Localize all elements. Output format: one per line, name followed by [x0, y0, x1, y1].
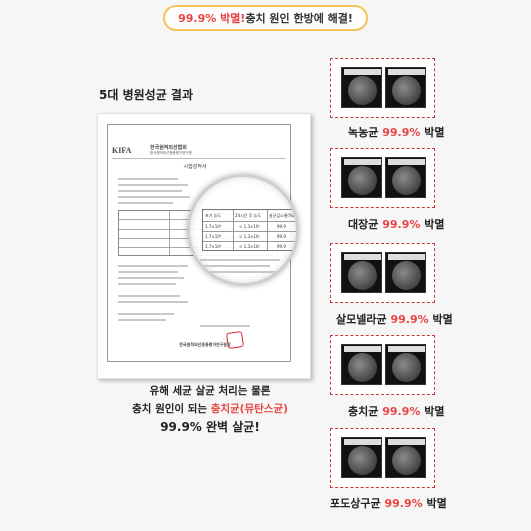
- text-line: [118, 313, 174, 315]
- mag-cell: 1.7×10⁵: [205, 244, 222, 249]
- text-line: [118, 319, 166, 321]
- caption-line-2: 충치 원인이 되는 충치균(뮤탄스균): [85, 401, 335, 416]
- petri-dish-photo: [385, 437, 426, 478]
- text-line: [118, 190, 182, 192]
- kifa-logo: KIFA: [112, 146, 132, 155]
- petri-dish-photo: [385, 252, 426, 293]
- result-word: 박멸: [424, 126, 445, 139]
- divider: [112, 158, 286, 159]
- certificate-footer: 한국원적외선응용평가연구원장: [179, 342, 231, 347]
- kill-rate: 99.9%: [382, 126, 421, 139]
- text-line: [118, 283, 176, 285]
- test-label-3: 살모넬라균 99.9% 박멸: [336, 311, 453, 327]
- petri-dish-photo: [385, 157, 426, 198]
- top-banner: 99.9% 박멸! 충치 원인 한방에 해결!: [163, 5, 368, 31]
- text-line: [118, 184, 188, 186]
- mag-cell: 1.7×10⁵: [205, 224, 222, 229]
- result-word: 박멸: [424, 218, 445, 231]
- text-line: [200, 265, 270, 267]
- mag-header: 24시간 후 농도: [235, 213, 262, 218]
- petri-dish-photo: [385, 344, 426, 385]
- caption-highlight: 충치균(뮤탄스균): [210, 403, 288, 415]
- text-line: [118, 295, 180, 297]
- petri-dish-photo: [385, 67, 426, 108]
- result-word: 박멸: [426, 497, 447, 510]
- test-card-2: [330, 148, 435, 208]
- text-line: [200, 259, 280, 261]
- kill-rate: 99.9%: [382, 218, 421, 231]
- text-line: [118, 271, 178, 273]
- bacteria-name: 포도상구균: [330, 497, 381, 510]
- caption-line-3: 99.9% 완벽 살균!: [160, 420, 260, 434]
- caption-line-1: 유해 세균 살균 처리는 물론: [149, 385, 271, 397]
- certificate-title: 시험성적서: [183, 164, 207, 170]
- bacteria-name: 녹농균: [348, 126, 379, 139]
- test-card-5: [330, 428, 435, 488]
- bacteria-name: 살모넬라균: [336, 313, 387, 326]
- test-card-1: [330, 58, 435, 118]
- petri-dish-photo: [341, 67, 382, 108]
- section-title: 5대 병원성균 결과: [99, 88, 193, 102]
- banner-text: 충치 원인 한방에 해결!: [245, 12, 353, 25]
- mag-cell: 1.7×10⁵: [205, 234, 222, 239]
- magnified-table: 초기 농도 24시간 후 농도 살균감소율(%) 1.7×10⁵ < 1.3×1…: [202, 209, 296, 251]
- text-line: [118, 301, 188, 303]
- caption-line-2-text: 충치 원인이 되는: [132, 403, 211, 415]
- kill-rate: 99.9%: [390, 313, 429, 326]
- test-label-5: 포도상구균 99.9% 박멸: [330, 495, 447, 511]
- test-label-1: 녹농균 99.9% 박멸: [348, 124, 444, 140]
- magnifier-lens: 초기 농도 24시간 후 농도 살균감소율(%) 1.7×10⁵ < 1.3×1…: [187, 174, 299, 286]
- petri-dish-photo: [341, 344, 382, 385]
- result-word: 박멸: [424, 405, 445, 418]
- official-stamp: [225, 330, 245, 350]
- mag-cell: < 1.3×10¹: [239, 224, 261, 229]
- test-card-4: [330, 335, 435, 395]
- mag-cell: 99.9: [277, 244, 286, 249]
- test-card-3: [330, 243, 435, 303]
- text-line: [200, 271, 276, 273]
- kill-rate: 99.9%: [382, 405, 421, 418]
- mag-cell: < 1.3×10¹: [239, 234, 261, 239]
- text-line: [118, 178, 178, 180]
- mag-cell: 99.9: [277, 224, 286, 229]
- mag-header: 살균감소율(%): [269, 213, 295, 218]
- petri-dish-photo: [341, 157, 382, 198]
- petri-dish-photo: [341, 252, 382, 293]
- test-label-4: 충치균 99.9% 박멸: [348, 403, 444, 419]
- bacteria-name: 충치균: [348, 405, 379, 418]
- certificate-org-name: 한국원적외선협회: [150, 145, 187, 151]
- text-line: [118, 277, 184, 279]
- certificate-org-sub: 한국원적외선응용평가연구원: [150, 151, 192, 155]
- text-line: [200, 325, 250, 327]
- result-word: 박멸: [432, 313, 453, 326]
- mag-cell: < 1.3×10¹: [239, 244, 261, 249]
- mag-header: 초기 농도: [205, 213, 221, 218]
- banner-highlight: 99.9% 박멸!: [178, 12, 246, 25]
- text-line: [118, 202, 173, 204]
- mag-cell: 99.9: [277, 234, 286, 239]
- petri-dish-photo: [341, 437, 382, 478]
- text-line: [118, 196, 190, 198]
- kill-rate: 99.9%: [384, 497, 423, 510]
- bacteria-name: 대장균: [348, 218, 379, 231]
- test-label-2: 대장균 99.9% 박멸: [348, 216, 444, 232]
- text-line: [118, 265, 188, 267]
